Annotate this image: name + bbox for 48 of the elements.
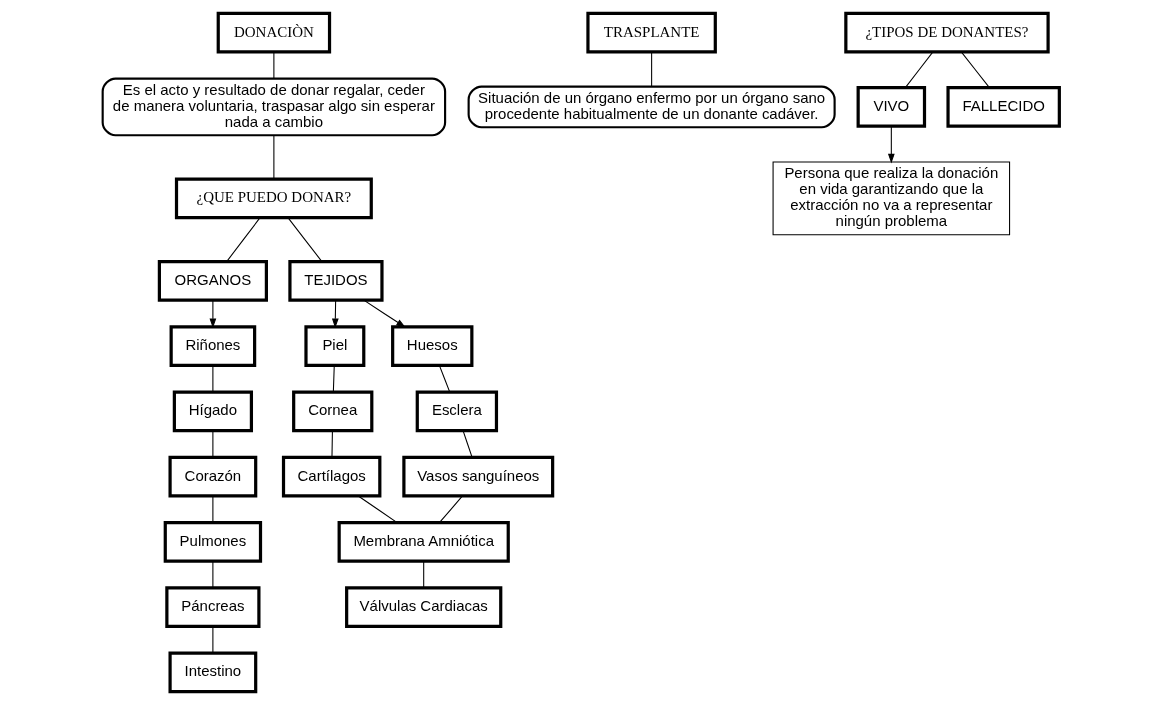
node-box: Riñones	[169, 324, 256, 367]
connector	[357, 494, 398, 523]
connector	[272, 134, 274, 179]
connector	[211, 560, 213, 588]
node-box: Esclera	[415, 390, 498, 432]
connector	[211, 429, 213, 458]
connector	[438, 494, 463, 523]
connector	[650, 50, 652, 87]
node-box: ¿TIPOS DE DONANTES?	[843, 11, 1050, 53]
connector	[211, 625, 213, 653]
connector	[225, 216, 261, 262]
connector	[211, 494, 213, 523]
node-box: Situación de un órgano enfermo por un órgano sano procedente habitualmente de un donante cadáver.	[467, 85, 836, 128]
connector	[462, 429, 473, 458]
arrow	[362, 299, 406, 328]
connector	[286, 216, 322, 262]
connector	[904, 50, 933, 88]
node-box: Pulmones	[163, 520, 262, 563]
connector	[960, 50, 990, 88]
node-box: FALLECIDO	[945, 85, 1061, 128]
arrow	[331, 299, 339, 328]
node-box: Hígado	[172, 390, 253, 432]
node-box: Piel	[303, 324, 365, 367]
node-box: Persona que realiza la donación en vida garantizando que la extracción no va a representar ningún problema	[772, 161, 1010, 235]
node-box: Cartílagos	[281, 455, 381, 497]
connector	[332, 364, 335, 392]
connector	[272, 50, 274, 79]
node-box: ORGANOS	[157, 259, 268, 302]
node-box: TEJIDOS	[287, 259, 384, 302]
node-box: Membrana Amniótica	[337, 520, 510, 563]
node-box: Huesos	[390, 324, 473, 367]
node-box: Intestino	[167, 651, 257, 693]
arrow	[887, 125, 895, 163]
node-box: VIVO	[856, 85, 926, 128]
node-box: DONACIÒN	[216, 11, 331, 53]
connector	[438, 364, 450, 392]
arrow	[209, 299, 216, 328]
node-box: Cornea	[291, 390, 373, 432]
node-box: Es el acto y resultado de donar regalar, ceder de manera voluntaria, traspasar algo sin esperar nada a cambio	[101, 77, 446, 136]
node-box: ¿QUE PUEDO DONAR?	[174, 177, 373, 219]
connector	[422, 560, 424, 588]
node-box: Vasos sanguíneos	[401, 455, 554, 497]
node-box: Corazón	[167, 455, 257, 497]
node-box: Válvulas Cardiacas	[344, 585, 502, 628]
node-box: Páncreas	[164, 585, 260, 628]
connector	[330, 429, 333, 458]
node-box: TRASPLANTE	[585, 11, 717, 53]
connector	[211, 364, 213, 392]
